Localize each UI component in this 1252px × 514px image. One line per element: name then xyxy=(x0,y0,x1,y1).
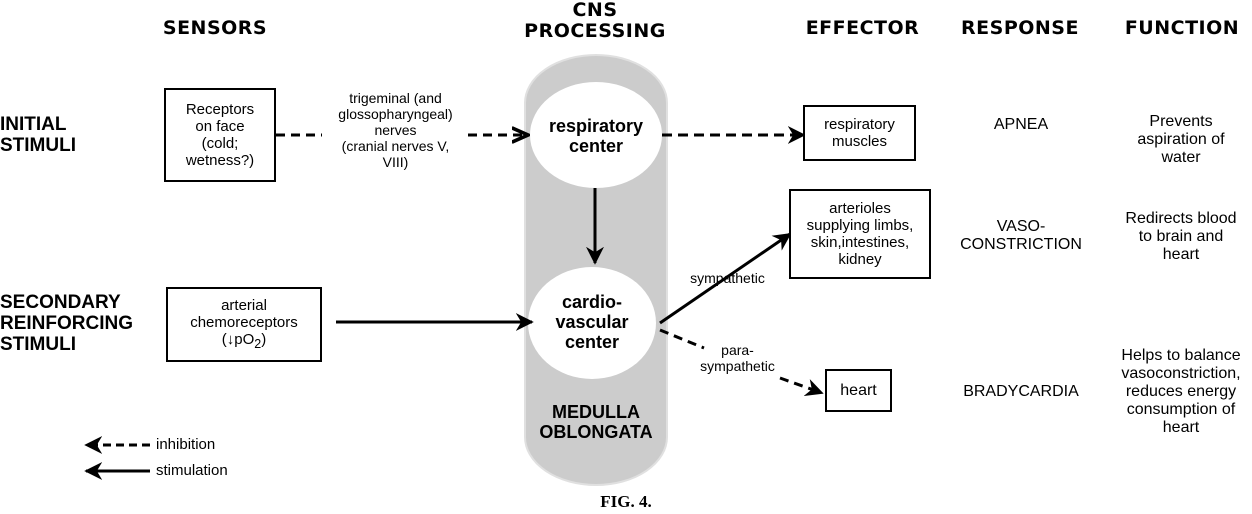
function-bradycardia: Helps to balance vasoconstriction, reduc… xyxy=(1110,347,1252,437)
label-line: Prevents xyxy=(1149,113,1213,130)
box-line: arterial xyxy=(221,296,267,314)
label-line: consumption of xyxy=(1126,401,1236,418)
column-header-cns-line1: CNS xyxy=(572,0,618,21)
label-line: glossopharyngeal) xyxy=(338,106,453,122)
label-line: reduces energy xyxy=(1125,383,1237,400)
box-line: wetness?) xyxy=(185,152,255,169)
box-line: respiratory xyxy=(824,116,895,133)
label-line: MEDULLA xyxy=(552,402,640,422)
inhibition-edge-parasympathetic-segment-a xyxy=(659,328,705,350)
paren-close: ) xyxy=(261,330,267,348)
respiratory-center-label: respiratory center xyxy=(530,116,662,156)
label-line: respiratory xyxy=(548,116,644,136)
box-line: muscles xyxy=(831,133,887,150)
label-line: nerves xyxy=(374,122,417,138)
legend-inhibition-label: inhibition xyxy=(156,436,216,453)
medulla-oblongata-label: MEDULLA OBLONGATA xyxy=(525,402,667,442)
parasympathetic-label: para- sympathetic xyxy=(680,342,795,374)
response-apnea: APNEA xyxy=(993,116,1049,133)
label-line: VASO- xyxy=(996,218,1046,235)
box-line: Receptors xyxy=(185,101,255,118)
function-vasoconstriction: Redirects blood to brain and heart xyxy=(1110,210,1252,264)
label-line: sympathetic xyxy=(700,358,775,374)
label-line: heart xyxy=(1162,246,1200,263)
nerves-label: trigeminal (and glossopharyngeal) nerves… xyxy=(318,90,473,170)
row-label-line: INITIAL xyxy=(0,114,67,135)
label-line: heart xyxy=(1162,419,1200,436)
respiratory-center-node[interactable] xyxy=(530,82,662,188)
row-label-line: STIMULI xyxy=(0,334,76,355)
box-line: kidney xyxy=(838,251,882,268)
label-line: (cranial nerves V, xyxy=(341,138,450,154)
figure-caption: FIG. 4. xyxy=(600,492,652,511)
po2-subscript: 2 xyxy=(254,336,262,351)
label-line: aspiration of xyxy=(1137,131,1225,148)
label-line: Helps to balance xyxy=(1121,347,1241,364)
label-line: water xyxy=(1161,149,1201,166)
box-line: skin,intestines, xyxy=(810,234,910,251)
paren-open: ( xyxy=(221,330,227,348)
box-line: supplying limbs, xyxy=(806,217,914,234)
label-line: vasoconstriction, xyxy=(1121,365,1241,382)
row-label-initial-stimuli: INITIAL STIMULI xyxy=(0,114,76,156)
box-line: (cold; xyxy=(201,135,239,152)
label-line: CONSTRICTION xyxy=(960,236,1082,253)
label-line: VIII) xyxy=(382,154,409,170)
box-line: on face xyxy=(195,118,245,135)
row-label-secondary-stimuli: SECONDARY REINFORCING STIMULI xyxy=(0,292,133,355)
row-label-line: SECONDARY xyxy=(0,292,121,313)
label-line: para- xyxy=(721,342,754,358)
column-header-function: FUNCTION xyxy=(1124,17,1240,39)
function-apnea: Prevents aspiration of water xyxy=(1110,113,1252,167)
box-line: arterioles xyxy=(829,200,891,217)
response-vasoconstriction: VASO- CONSTRICTION xyxy=(940,218,1102,254)
po2-label: pO xyxy=(234,330,255,348)
label-line: center xyxy=(568,136,624,156)
effector-box-arterioles[interactable]: arterioles supplying limbs, skin,intesti… xyxy=(789,189,931,279)
label-line: vascular xyxy=(555,312,629,332)
row-label-line: STIMULI xyxy=(0,135,76,156)
legend-stimulation-label: stimulation xyxy=(156,462,228,479)
column-header-cns-processing: CNS PROCESSING xyxy=(505,0,685,42)
response-bradycardia: BRADYCARDIA xyxy=(963,383,1079,400)
column-header-sensors: SENSORS xyxy=(162,17,268,39)
stimulation-edge-sympathetic-to-arterioles xyxy=(659,232,792,325)
label-line: cardio- xyxy=(561,292,622,312)
effector-box-respiratory-muscles[interactable]: respiratory muscles xyxy=(803,105,916,161)
effector-box-heart[interactable]: heart xyxy=(825,369,892,412)
box-line: (↓pO2) xyxy=(190,331,298,353)
label-line: OBLONGATA xyxy=(539,422,653,442)
sympathetic-label: sympathetic xyxy=(690,270,765,286)
label-line: to brain and xyxy=(1138,228,1224,245)
column-header-cns-line2: PROCESSING xyxy=(524,20,666,42)
label-line: center xyxy=(564,332,620,352)
inhibition-edge-parasympathetic-to-heart xyxy=(779,376,824,397)
sensor-box-chemoreceptors[interactable]: arterial chemoreceptors (↓pO2) xyxy=(166,287,322,362)
row-label-line: REINFORCING xyxy=(0,313,133,334)
down-arrow-icon: ↓ xyxy=(226,330,235,348)
column-header-response: RESPONSE xyxy=(961,17,1079,39)
label-line: Redirects blood xyxy=(1125,210,1237,227)
sensor-box-face-receptors[interactable]: Receptors on face (cold; wetness?) xyxy=(164,88,276,182)
cardiovascular-center-label: cardio- vascular center xyxy=(530,292,654,352)
cardiovascular-center-node[interactable] xyxy=(528,267,656,379)
box-line: chemoreceptors xyxy=(190,313,298,331)
label-line: trigeminal (and xyxy=(349,90,442,106)
column-header-effector: EFFECTOR xyxy=(805,17,920,39)
